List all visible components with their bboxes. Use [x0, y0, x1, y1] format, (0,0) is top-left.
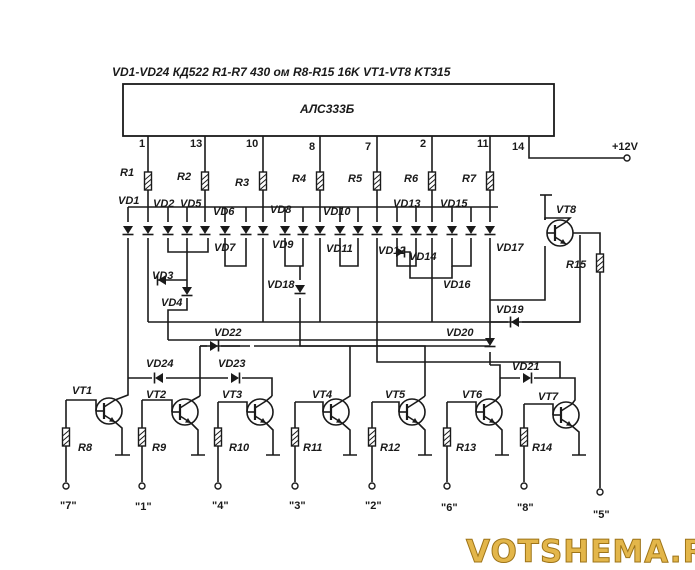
resistor-label: R15	[566, 259, 587, 271]
transistor-label: VT6	[462, 389, 483, 401]
transistor-label: VT5	[385, 389, 406, 401]
resistor-label: R12	[380, 442, 400, 454]
resistor-label: R3	[235, 177, 249, 189]
diode-label: VD1	[118, 195, 139, 207]
transistor-label: VT2	[146, 389, 166, 401]
diode-label: VD10	[323, 206, 351, 218]
diode-label: VD9	[272, 239, 294, 251]
chip-pin-numbers: 1 13 10 8 7 2 11 14	[139, 138, 525, 153]
output-label: "1"	[135, 501, 152, 513]
resistor-label: R5	[348, 173, 363, 185]
diode-label: VD16	[443, 279, 471, 291]
output-label: "6"	[441, 502, 458, 514]
transistor-stages	[61, 217, 605, 496]
diode-label: VD3	[152, 270, 173, 282]
diode-label: VD12	[378, 245, 406, 257]
diode-label: VD6	[213, 206, 235, 218]
resistor-label: R9	[152, 442, 167, 454]
resistor-label: R1	[120, 167, 134, 179]
diode-label: VD4	[161, 297, 182, 309]
diode-label: VD22	[214, 327, 242, 339]
transistor-label: VT3	[222, 389, 242, 401]
pin-number: 8	[309, 141, 315, 153]
display-driver-chip: АЛС333Б	[122, 83, 555, 137]
diode-label: VD23	[218, 358, 246, 370]
transistor-label: VT7	[538, 391, 559, 403]
power-label: +12V	[612, 141, 639, 153]
diode-label: VD7	[214, 242, 236, 254]
resistor-label: R4	[292, 173, 306, 185]
diode-label: VD15	[440, 198, 468, 210]
resistor-label: R14	[532, 442, 552, 454]
pin-number: 14	[512, 141, 525, 153]
diode-label: VD20	[446, 327, 474, 339]
pull-up-resistors: R1 R2 R3 R4 R5 R6 R7	[120, 167, 495, 191]
diode-label: VD11	[326, 243, 353, 255]
resistor-label: R7	[462, 173, 477, 185]
diode-label: VD21	[512, 361, 540, 373]
output-label: "5"	[593, 509, 610, 521]
output-labels: "7" "1" "4" "3" "2" "6" "8" "5"	[60, 500, 610, 521]
transistor-label: VT4	[312, 389, 332, 401]
component-spec-line: VD1-VD24 КД522 R1-R7 430 ом R8-R15 16K V…	[112, 65, 451, 79]
diode-label: VD19	[496, 304, 524, 316]
output-label: "8"	[517, 502, 534, 514]
power-input: +12V	[528, 136, 639, 162]
output-label: "7"	[60, 500, 77, 512]
diode-label: VD18	[267, 279, 295, 291]
transistor-labels: VT1 VT2 VT3 VT4 VT5 VT6 VT7 VT8	[72, 204, 577, 403]
diode-labels: VD1 VD2 VD5 VD6 VD8 VD10 VD13 VD15 VD7 V…	[118, 195, 540, 373]
resistor-label: R11	[303, 442, 322, 454]
pin-number: 7	[365, 141, 371, 153]
resistor-label: R10	[229, 442, 250, 454]
resistor-label: R8	[78, 442, 93, 454]
diode-label: VD13	[393, 198, 421, 210]
diode-label: VD5	[180, 198, 202, 210]
site-watermark: VOTSHEMA.RU	[466, 534, 695, 570]
pin-number: 11	[477, 138, 489, 150]
emitter-resistor-labels: R8 R9 R10 R11 R12 R13 R14 R15	[78, 259, 587, 454]
diode-label: VD8	[270, 204, 292, 216]
pin-number: 2	[420, 138, 426, 150]
diode-label: VD14	[409, 251, 437, 263]
pin-number: 10	[246, 138, 258, 150]
diode-label: VD17	[496, 242, 524, 254]
circuit-wires	[127, 136, 601, 488]
pin-number: 13	[190, 138, 202, 150]
output-label: "4"	[212, 500, 229, 512]
transistor-label: VT8	[556, 204, 577, 216]
diode-label: VD24	[146, 358, 174, 370]
chip-label: АЛС333Б	[299, 102, 355, 116]
resistor-label: R2	[177, 171, 191, 183]
resistor-label: R13	[456, 442, 476, 454]
pin-number: 1	[139, 138, 145, 150]
resistor-label: R6	[404, 173, 419, 185]
output-label: "2"	[365, 500, 382, 512]
transistor-label: VT1	[72, 385, 92, 397]
output-label: "3"	[289, 500, 306, 512]
diode-label: VD2	[153, 198, 174, 210]
